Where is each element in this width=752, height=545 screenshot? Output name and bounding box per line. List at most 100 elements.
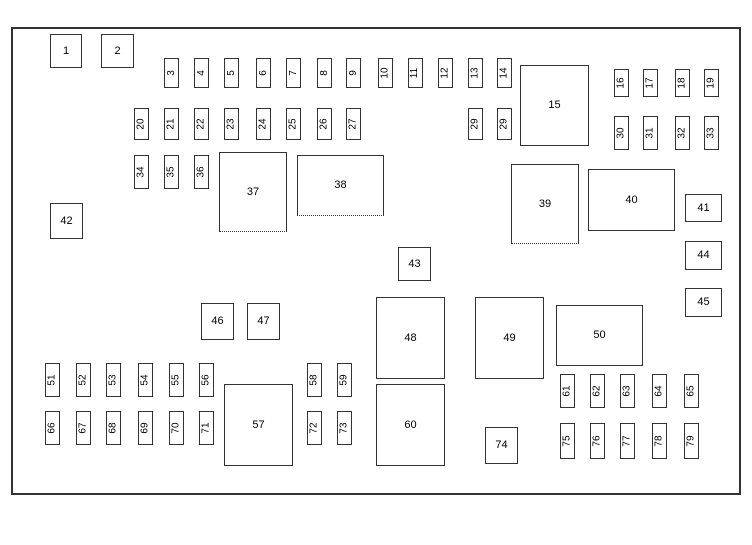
position-label: 15 xyxy=(548,99,561,111)
position-label: 49 xyxy=(503,331,516,344)
position-label: 78 xyxy=(653,435,665,447)
fuse-71: 71 xyxy=(199,411,214,445)
position-label: 39 xyxy=(538,197,552,210)
position-label: 9 xyxy=(347,70,359,76)
position-label: 62 xyxy=(591,385,603,397)
fuse-36: 36 xyxy=(194,155,209,189)
fuse-54: 54 xyxy=(138,363,153,397)
fuse-5: 5 xyxy=(224,58,239,88)
relay-41: 41 xyxy=(685,194,722,222)
relay-39: 39 xyxy=(511,164,579,244)
position-label: 19 xyxy=(705,77,717,89)
position-label: 2 xyxy=(114,44,121,57)
fuse-52: 52 xyxy=(76,363,91,397)
position-label: 46 xyxy=(211,315,224,327)
fuse-72: 72 xyxy=(307,411,322,445)
position-label: 75 xyxy=(561,435,573,447)
fuse-22: 22 xyxy=(194,108,209,140)
relay-1: 1 xyxy=(50,34,82,68)
fuse-31: 31 xyxy=(643,116,658,150)
position-label: 29 xyxy=(469,118,481,130)
position-label: 54 xyxy=(139,374,151,386)
position-label: 1 xyxy=(62,44,70,57)
fuse-30: 30 xyxy=(614,116,629,150)
position-label: 61 xyxy=(561,385,573,397)
position-label: 8 xyxy=(318,70,330,76)
fuse-25: 25 xyxy=(286,108,301,140)
fuse-11: 11 xyxy=(408,58,423,88)
position-label: 38 xyxy=(334,179,347,191)
fuse-66: 66 xyxy=(45,411,60,445)
position-label: 37 xyxy=(246,185,260,198)
position-label: 4 xyxy=(195,70,207,76)
fuse-9: 9 xyxy=(346,58,361,88)
position-label: 20 xyxy=(135,118,147,130)
fuse-67: 67 xyxy=(76,411,91,445)
relay-2: 2 xyxy=(101,34,134,68)
position-label: 70 xyxy=(170,422,182,434)
position-label: 13 xyxy=(469,67,481,79)
fuse-51: 51 xyxy=(45,363,60,397)
position-label: 71 xyxy=(200,422,212,434)
relay-15: 15 xyxy=(520,65,589,146)
position-label: 14 xyxy=(498,67,510,79)
fuse-76: 76 xyxy=(590,423,605,459)
position-label: 32 xyxy=(676,127,688,139)
fuse-33: 33 xyxy=(704,116,719,150)
position-label: 45 xyxy=(697,296,710,308)
position-label: 60 xyxy=(404,418,417,431)
fuse-35: 35 xyxy=(164,155,179,189)
fuse-68: 68 xyxy=(106,411,121,445)
relay-57: 57 xyxy=(224,384,293,466)
fuse-55: 55 xyxy=(169,363,184,397)
position-label: 64 xyxy=(653,385,665,397)
fuse-16: 16 xyxy=(614,69,629,97)
fuse-64: 64 xyxy=(652,374,667,408)
fuse-63: 63 xyxy=(620,374,635,408)
position-label: 58 xyxy=(308,374,320,386)
fuse-6: 6 xyxy=(256,58,271,88)
position-label: 31 xyxy=(644,127,656,139)
fuse-73: 73 xyxy=(337,411,352,445)
fuse-18: 18 xyxy=(675,69,690,97)
fuse-3: 3 xyxy=(164,58,179,88)
fuse-13: 13 xyxy=(468,58,483,88)
position-label: 24 xyxy=(257,118,269,130)
position-label: 21 xyxy=(165,118,177,130)
position-label: 59 xyxy=(338,374,350,386)
position-label: 48 xyxy=(404,331,417,344)
position-label: 7 xyxy=(287,70,299,76)
fuse-32: 32 xyxy=(675,116,690,150)
position-label: 10 xyxy=(379,67,391,79)
relay-38: 38 xyxy=(297,155,384,216)
fuse-77: 77 xyxy=(620,423,635,459)
position-label: 26 xyxy=(318,118,330,130)
position-label: 11 xyxy=(409,67,421,79)
relay-50: 50 xyxy=(556,305,643,366)
position-label: 66 xyxy=(46,422,58,434)
relay-37: 37 xyxy=(219,152,287,232)
position-label: 73 xyxy=(338,422,350,434)
position-label: 34 xyxy=(135,166,147,178)
position-label: 6 xyxy=(257,70,269,76)
position-label: 22 xyxy=(195,118,207,130)
position-label: 25 xyxy=(287,118,299,130)
fuse-14: 14 xyxy=(497,58,512,88)
fuse-59: 59 xyxy=(337,363,352,397)
fuse-19: 19 xyxy=(704,69,719,97)
position-label: 69 xyxy=(139,422,151,434)
relay-44: 44 xyxy=(685,241,722,270)
relay-74: 74 xyxy=(485,427,518,464)
position-label: 43 xyxy=(408,257,421,270)
position-label: 67 xyxy=(77,422,89,434)
fuse-21: 21 xyxy=(164,108,179,140)
fuse-61: 61 xyxy=(560,374,575,408)
relay-49: 49 xyxy=(475,297,544,379)
position-label: 63 xyxy=(621,385,633,397)
position-label: 17 xyxy=(644,77,656,89)
position-label: 33 xyxy=(705,127,717,139)
relay-60: 60 xyxy=(376,384,445,466)
position-label: 57 xyxy=(252,418,265,431)
relay-42: 42 xyxy=(50,203,83,239)
position-label: 44 xyxy=(697,249,710,261)
